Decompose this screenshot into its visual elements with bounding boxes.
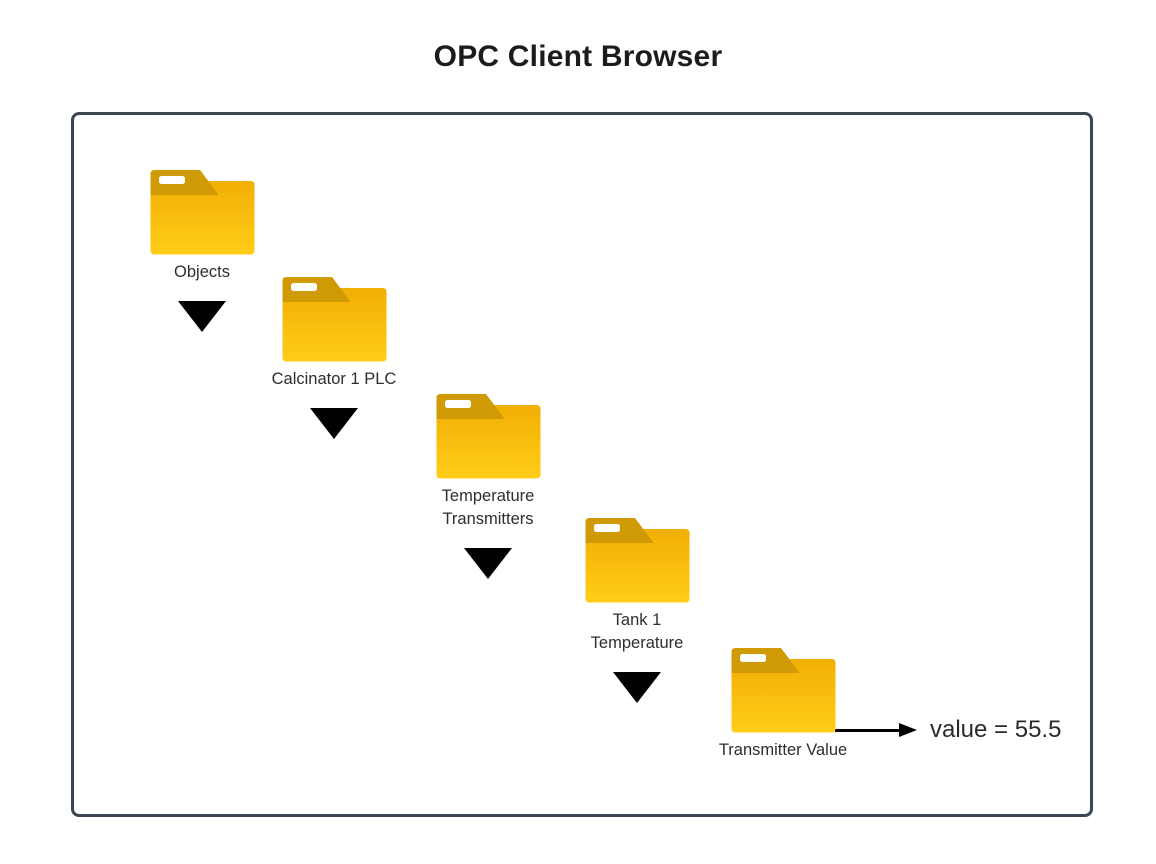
folder-label: Objects <box>174 263 230 281</box>
opc-browser-canvas: value = 55.5 Objects <box>71 112 1093 817</box>
folder-label: Calcinator 1 PLC <box>271 370 397 388</box>
tree-node-calcinator-1-plc: Calcinator 1 PLC <box>254 276 414 439</box>
value-label: value = 55.5 <box>930 716 1062 743</box>
expand-arrow-icon <box>613 672 661 703</box>
folder-icon <box>585 518 689 603</box>
page-title: OPC Client Browser <box>433 40 723 73</box>
value-arrow-line <box>835 728 899 732</box>
expand-arrow-icon <box>178 301 226 332</box>
tree-node-objects: Objects <box>122 169 282 332</box>
folder-icon <box>282 277 386 362</box>
value-arrow-head-icon <box>899 723 917 737</box>
expand-arrow-icon <box>464 548 512 579</box>
folder-icon <box>436 394 540 479</box>
folder-icon <box>731 648 835 733</box>
folder-label: Transmitter Value <box>718 741 848 759</box>
expand-arrow-icon <box>310 408 358 439</box>
folder-icon <box>150 170 254 255</box>
tree-node-transmitter-value: Transmitter Value <box>703 647 863 762</box>
value-callout: value = 55.5 <box>835 716 1061 744</box>
